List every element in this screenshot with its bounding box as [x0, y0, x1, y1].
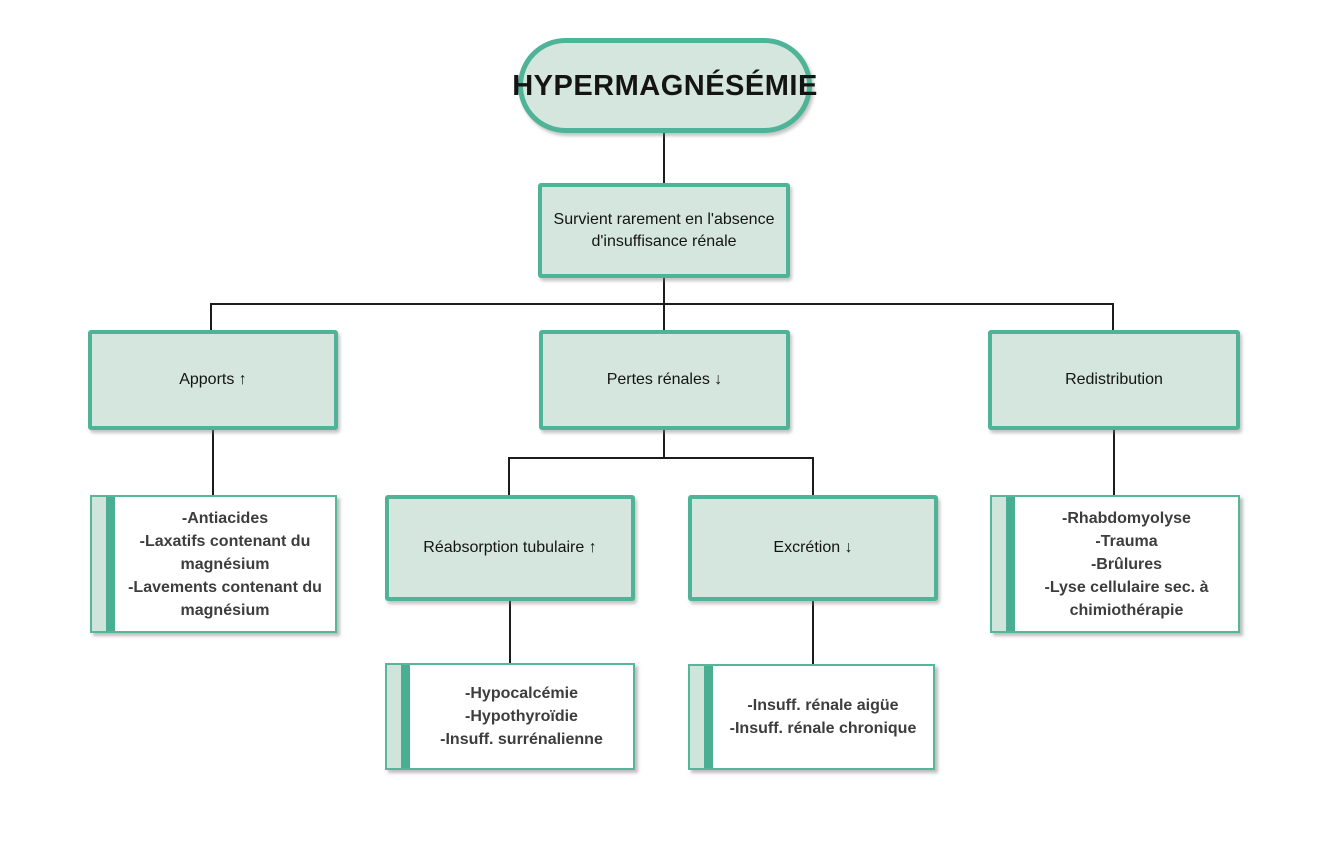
connector-reabsorption-to-list [509, 600, 511, 664]
list-item: -Lavements contenant du magnésium [128, 578, 322, 619]
node-excretion-label: Excrétion ↓ [773, 539, 853, 556]
list-excretion-causes: -Insuff. rénale aigüe -Insuff. rénale ch… [688, 664, 935, 770]
list-item: -Hypocalcémie [465, 685, 578, 702]
list-item: -Insuff. rénale aigüe [747, 697, 899, 714]
connector-apports-to-list [212, 430, 214, 496]
connector-level2-horizontal [508, 457, 814, 459]
list-reabsorption-causes: -Hypocalcémie -Hypothyroïdie -Insuff. su… [385, 663, 635, 770]
stripe-light [387, 665, 401, 768]
node-redistribution-label: Redistribution [1065, 371, 1163, 388]
node-hypermagnesemie: HYPERMAGNÉSÉMIE [512, 38, 817, 133]
list-item: -Brûlures [1090, 555, 1163, 573]
connector-drop-excretion [812, 457, 814, 496]
connector-pertes-down [663, 430, 665, 459]
node-hypermagnesemie-label: HYPERMAGNÉSÉMIE [512, 69, 818, 102]
node-note: Survient rarement en l'absence d'insuffi… [538, 183, 790, 278]
node-reabsorption-tubulaire-label: Réabsorption tubulaire ↑ [423, 539, 597, 556]
connector-drop-reabsorption [508, 457, 510, 496]
node-apports: Apports ↑ [88, 330, 338, 430]
stripe-light [690, 666, 704, 768]
node-note-label: Survient rarement en l'absence d'insuffi… [553, 210, 775, 250]
stripe-light [92, 497, 106, 631]
node-reabsorption-tubulaire: Réabsorption tubulaire ↑ [385, 495, 635, 601]
stripe-dark [704, 666, 713, 768]
connector-excretion-to-list [812, 600, 814, 665]
list-item: -Laxatifs contenant du magnésium [139, 532, 311, 573]
stripe-dark [1006, 497, 1015, 631]
list-item: -Hypothyroïdie [465, 708, 578, 725]
node-pertes-renales: Pertes rénales ↓ [539, 330, 790, 430]
stripe-dark [401, 665, 410, 768]
node-apports-label: Apports ↑ [179, 371, 247, 388]
node-redistribution: Redistribution [988, 330, 1240, 430]
connector-drop-redistribution [1112, 303, 1114, 331]
list-item: -Trauma [1095, 532, 1158, 550]
connector-level1-horizontal [210, 303, 1114, 305]
connector-note-down [663, 278, 665, 305]
connector-redistribution-to-list [1113, 430, 1115, 496]
list-apports-causes: -Antiacides -Laxatifs contenant du magné… [90, 495, 337, 633]
node-excretion: Excrétion ↓ [688, 495, 938, 601]
list-redistribution-causes: -Rhabdomyolyse -Trauma -Brûlures -Lyse c… [990, 495, 1240, 633]
stripe-light [992, 497, 1006, 631]
list-item: -Insuff. rénale chronique [729, 720, 917, 737]
list-item: -Insuff. surrénalienne [440, 731, 603, 748]
connector-root-to-note [663, 133, 665, 183]
list-item: -Rhabdomyolyse [1062, 509, 1191, 527]
connector-drop-apports [210, 303, 212, 331]
list-item: -Lyse cellulaire sec. à chimiothérapie [1044, 578, 1209, 619]
list-item: -Antiacides [181, 509, 269, 527]
node-pertes-renales-label: Pertes rénales ↓ [606, 371, 723, 388]
connector-drop-pertes [663, 303, 665, 331]
stripe-dark [106, 497, 115, 631]
